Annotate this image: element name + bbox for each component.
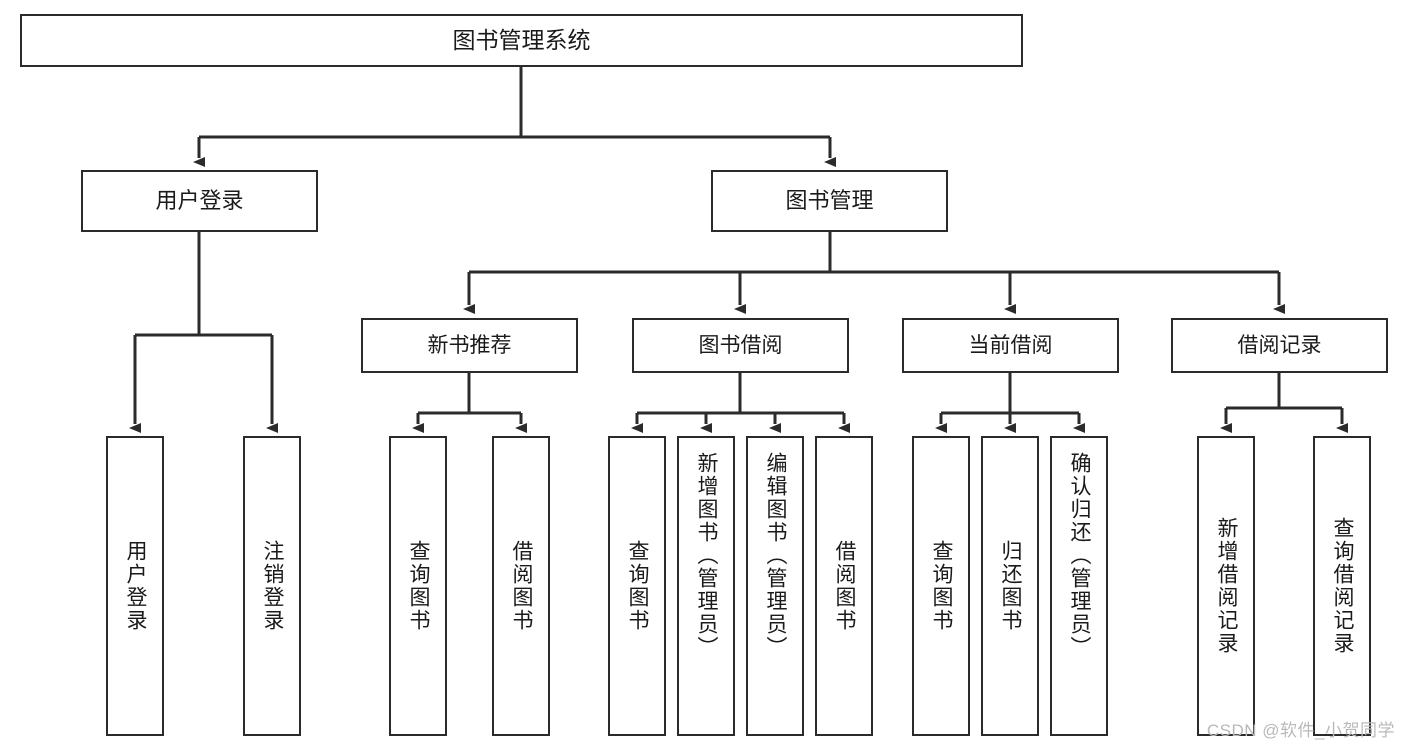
- node-leaf-rec-borrow-label: 借阅图书: [510, 540, 534, 632]
- node-book-mgmt-label: 图书管理: [785, 187, 874, 213]
- watermark-text: CSDN @软件_小贺同学: [1206, 721, 1395, 740]
- node-book-borrow-label: 图书借阅: [698, 333, 783, 357]
- node-leaf-rec-query[interactable]: 查询图书: [389, 436, 447, 736]
- node-leaf-cb-query[interactable]: 查询图书: [912, 436, 970, 736]
- node-leaf-cb-confirm-label: 确认归还（管理员）: [1068, 452, 1092, 659]
- node-leaf-cb-return[interactable]: 归还图书: [981, 436, 1039, 736]
- node-leaf-br-query-label: 查询借阅记录: [1331, 517, 1355, 655]
- node-leaf-rec-borrow[interactable]: 借阅图书: [492, 436, 550, 736]
- node-leaf-bb-edit-label: 编辑图书（管理员）: [764, 452, 788, 659]
- node-leaf-cb-query-label: 查询图书: [930, 540, 954, 632]
- node-leaf-user-logout[interactable]: 注销登录: [243, 436, 301, 736]
- node-user-login[interactable]: 用户登录: [81, 170, 318, 232]
- node-leaf-bb-add-label: 新增图书（管理员）: [695, 452, 719, 659]
- node-user-login-label: 用户登录: [155, 187, 244, 213]
- node-book-borrow[interactable]: 图书借阅: [632, 318, 849, 373]
- node-new-book-rec-label: 新书推荐: [427, 333, 512, 357]
- node-borrow-record-label: 借阅记录: [1237, 333, 1322, 357]
- node-leaf-bb-borrow-label: 借阅图书: [833, 540, 857, 632]
- node-leaf-user-logout-label: 注销登录: [261, 540, 285, 632]
- node-root-label: 图书管理系统: [452, 26, 591, 53]
- node-leaf-br-add[interactable]: 新增借阅记录: [1197, 436, 1255, 736]
- node-leaf-br-query[interactable]: 查询借阅记录: [1313, 436, 1371, 736]
- node-current-borrow[interactable]: 当前借阅: [902, 318, 1119, 373]
- node-current-borrow-label: 当前借阅: [968, 333, 1053, 357]
- node-leaf-bb-query[interactable]: 查询图书: [608, 436, 666, 736]
- node-leaf-cb-return-label: 归还图书: [999, 540, 1023, 632]
- node-leaf-bb-query-label: 查询图书: [626, 540, 650, 632]
- node-leaf-user-login-label: 用户登录: [124, 540, 148, 632]
- node-book-mgmt[interactable]: 图书管理: [711, 170, 948, 232]
- node-borrow-record[interactable]: 借阅记录: [1171, 318, 1388, 373]
- node-leaf-br-add-label: 新增借阅记录: [1215, 517, 1239, 655]
- node-new-book-rec[interactable]: 新书推荐: [361, 318, 578, 373]
- node-leaf-bb-add[interactable]: 新增图书（管理员）: [677, 436, 735, 736]
- node-leaf-cb-confirm[interactable]: 确认归还（管理员）: [1050, 436, 1108, 736]
- node-leaf-user-login[interactable]: 用户登录: [106, 436, 164, 736]
- node-leaf-bb-edit[interactable]: 编辑图书（管理员）: [746, 436, 804, 736]
- node-leaf-rec-query-label: 查询图书: [407, 540, 431, 632]
- node-root[interactable]: 图书管理系统: [20, 14, 1023, 67]
- node-leaf-bb-borrow[interactable]: 借阅图书: [815, 436, 873, 736]
